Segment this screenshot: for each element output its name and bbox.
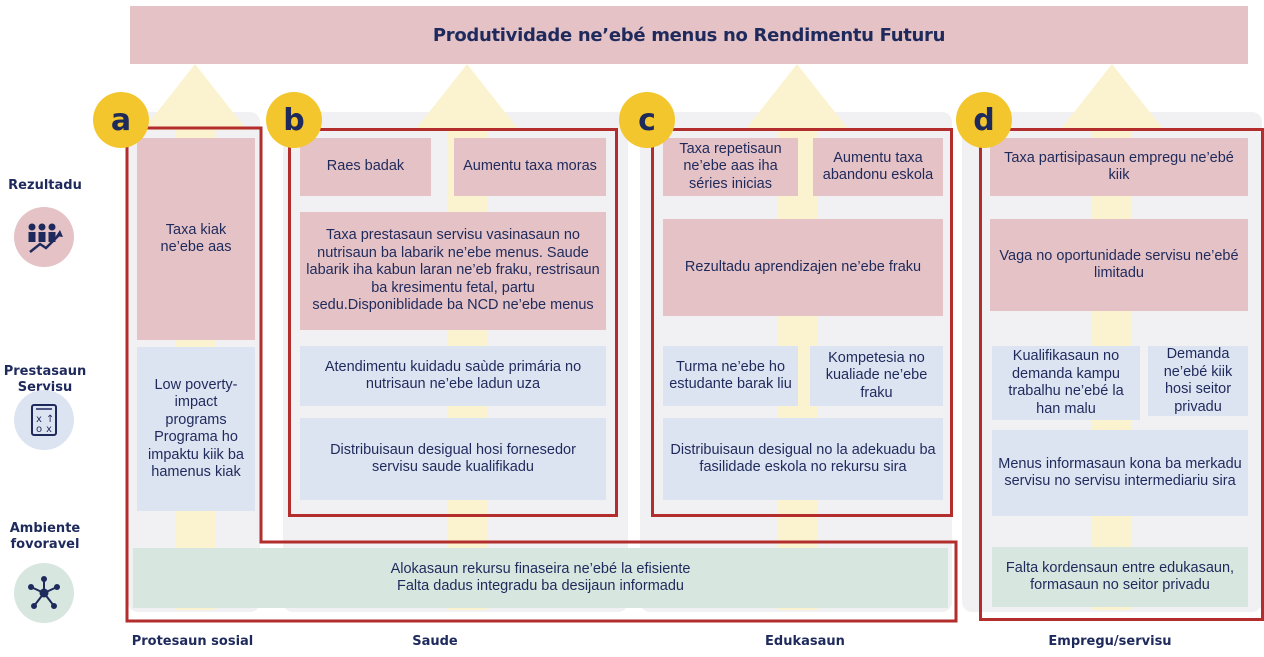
side-label-environment: Ambiente fovoravel bbox=[9, 521, 81, 552]
diagram-title: Produtividade ne’ebé menus no Rendimentu… bbox=[130, 6, 1248, 64]
box-a-result: Taxa kiak ne’ebe aas bbox=[137, 138, 255, 340]
box-b-result-3: Taxa prestasaun servisu vasinasaun no nu… bbox=[300, 212, 606, 330]
box-b-result-1: Raes badak bbox=[300, 138, 431, 196]
svg-text:x: x bbox=[46, 424, 52, 435]
box-c-service-1: Turma ne’ebe ho estudante barak liu bbox=[663, 346, 798, 406]
box-c-result-1: Taxa repetisaun ne’ebe aas iha séries in… bbox=[663, 138, 798, 196]
box-d-env: Falta kordensaun entre edukasaun, formas… bbox=[992, 547, 1248, 607]
frame-d bbox=[979, 128, 1264, 621]
svg-text:o: o bbox=[36, 424, 42, 435]
svg-text:↑: ↑ bbox=[46, 414, 54, 425]
frame-b bbox=[288, 128, 618, 517]
badge-d: d bbox=[956, 92, 1012, 148]
box-c-result-3: Rezultadu aprendizajen ne’ebe fraku bbox=[663, 219, 943, 316]
box-d-service-1: Kualifikasaun no demanda kampu trabalhu … bbox=[992, 346, 1140, 420]
box-env-shared: Alokasaun rekursu finaseira ne’ebé la ef… bbox=[133, 548, 948, 608]
env-line-2: Falta dadus integradu ba desijaun inform… bbox=[397, 578, 684, 594]
box-b-service-1: Atendimentu kuidadu saùde primária no nu… bbox=[300, 346, 606, 406]
box-d-service-2: Demanda ne’ebé kiik hosi seitor privadu bbox=[1148, 346, 1248, 416]
box-d-result-1: Taxa partisipasaun empregu ne’ebé kiik bbox=[990, 138, 1248, 196]
box-c-result-2: Aumentu taxa abandonu eskola bbox=[813, 138, 943, 196]
box-d-result-2: Vaga no oportunidade servisu ne’ebé limi… bbox=[990, 219, 1248, 311]
side-label-service: Prestasaun Servisu bbox=[3, 364, 87, 395]
side-label-results: Rezultadu bbox=[8, 178, 82, 193]
svg-text:x: x bbox=[36, 414, 42, 425]
badge-b: b bbox=[266, 92, 322, 148]
box-c-service-3: Distribuisaun desigual no la adekuadu ba… bbox=[663, 418, 943, 500]
frame-c bbox=[651, 128, 953, 517]
box-c-service-2: Kompetesia no kualiade ne’ebe fraku bbox=[810, 346, 943, 406]
box-b-result-2: Aumentu taxa moras bbox=[454, 138, 606, 196]
network-icon bbox=[14, 563, 74, 623]
box-d-service-3: Menus informasaun kona ba merkadu servis… bbox=[992, 430, 1248, 516]
service-icon: x ↑ o x bbox=[14, 390, 74, 450]
badge-a: a bbox=[93, 92, 149, 148]
env-line-1: Alokasaun rekursu finaseira ne’ebé la ef… bbox=[390, 560, 691, 577]
footer-empregu: Empregu/servisu bbox=[1048, 634, 1172, 649]
box-b-service-2: Distribuisaun desigual hosi fornesedor s… bbox=[300, 418, 606, 500]
footer-edukasaun: Edukasaun bbox=[765, 634, 845, 649]
box-a-service: Low poverty-impact programs Programa ho … bbox=[137, 347, 255, 511]
results-icon bbox=[14, 207, 74, 267]
footer-protesaun: Protesaun sosial bbox=[131, 634, 254, 649]
badge-c: c bbox=[619, 92, 675, 148]
footer-saude: Saude bbox=[412, 634, 458, 649]
